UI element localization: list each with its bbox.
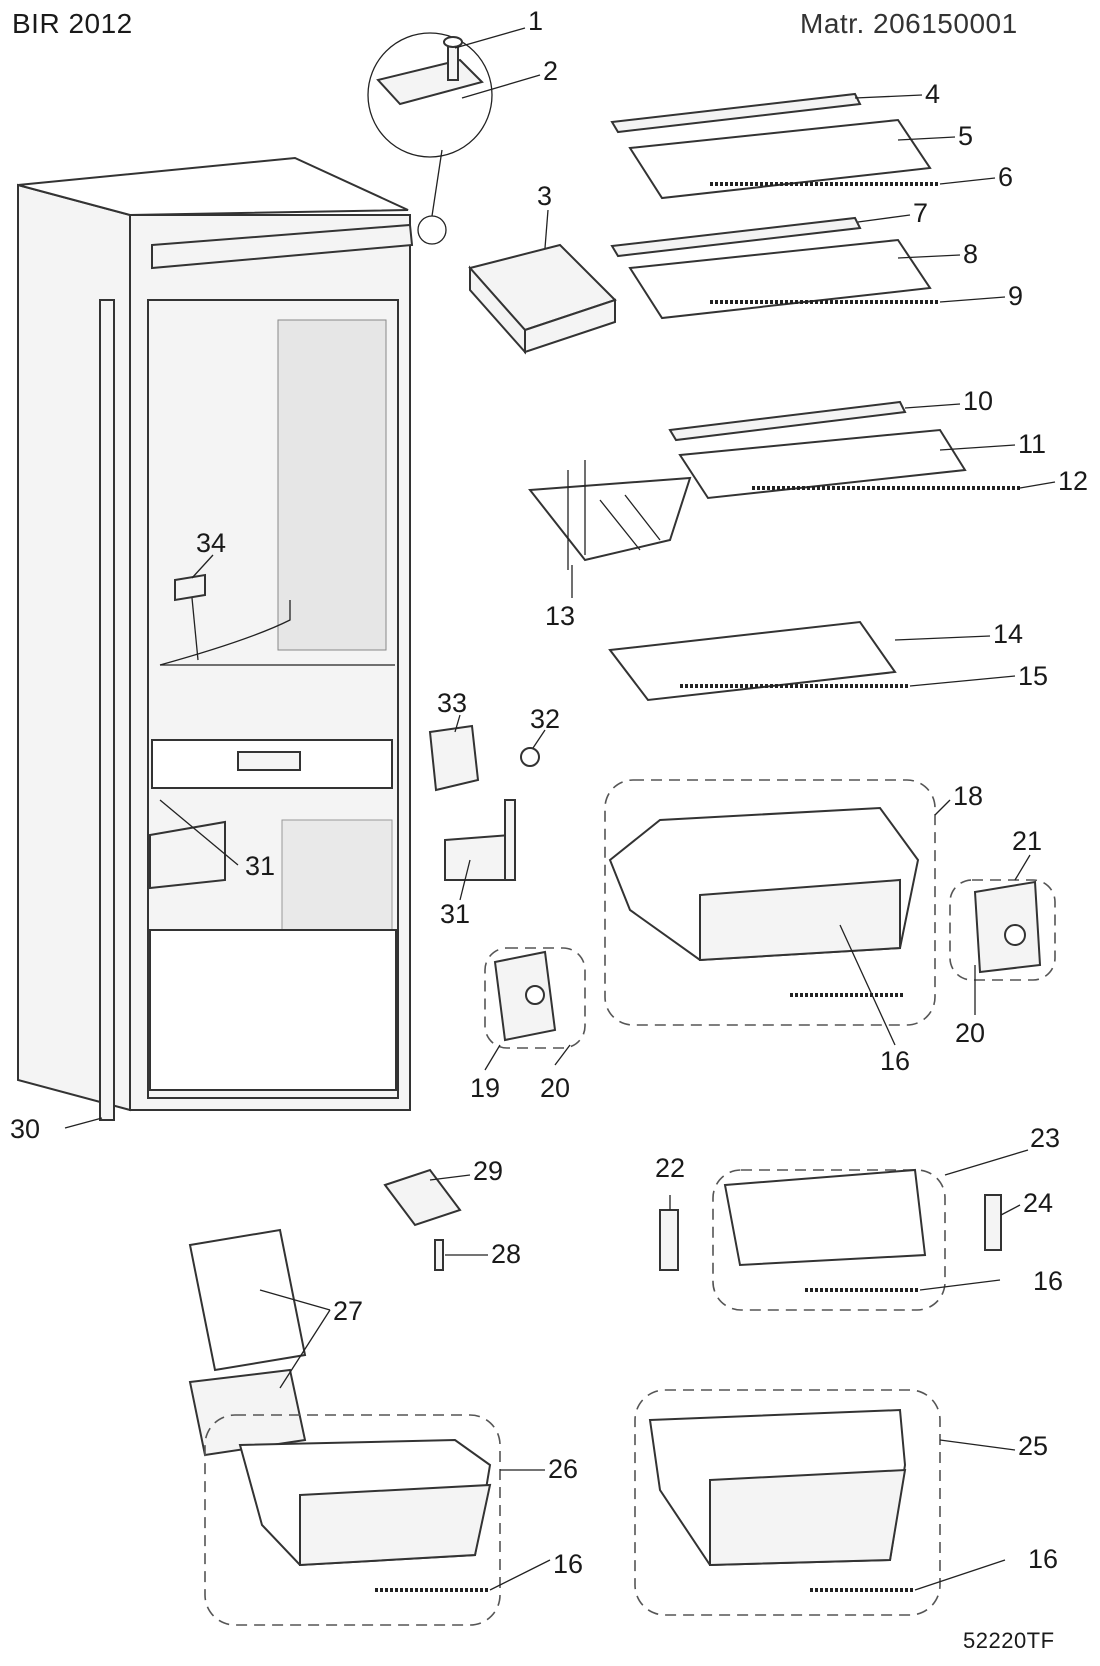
callout-3: 3 [537, 181, 552, 211]
callout-22: 22 [655, 1153, 685, 1183]
dairy-box-part [468, 243, 617, 355]
callout-5: 5 [958, 121, 973, 151]
callout-13: 13 [545, 601, 575, 631]
drawer-25 [648, 1408, 915, 1592]
callout-28: 28 [491, 1239, 521, 1269]
callout-25: 25 [1018, 1431, 1048, 1461]
callout-8: 8 [963, 239, 978, 269]
drawer-26 [238, 1438, 492, 1592]
group-26-outline [204, 1414, 501, 1626]
group-21-outline [949, 879, 1056, 981]
callout-31: 31 [245, 851, 275, 881]
callout-33: 33 [437, 688, 467, 718]
callout-21: 21 [1012, 826, 1042, 856]
callout-16: 16 [1028, 1544, 1058, 1574]
callout-24: 24 [1023, 1188, 1053, 1218]
callout-10: 10 [963, 386, 993, 416]
end-cap-19 [493, 950, 557, 1042]
callout-23: 23 [1030, 1123, 1060, 1153]
callout-16: 16 [880, 1046, 910, 1076]
callout-29: 29 [473, 1156, 503, 1186]
callout-19: 19 [470, 1073, 500, 1103]
callout-11: 11 [1018, 429, 1046, 459]
crisper-drawer-18 [608, 806, 920, 997]
vent-grille-27 [188, 1228, 307, 1457]
hinge-parts [149, 573, 540, 890]
hinge-detail-circle [367, 32, 493, 158]
material-number: Matr. 206150001 [800, 8, 1018, 39]
callout-9: 9 [1008, 281, 1023, 311]
drawing-code: 52220TF [963, 1628, 1055, 1653]
callout-7: 7 [913, 198, 928, 228]
end-cap-21 [973, 880, 1042, 974]
drawer-23 [723, 1168, 927, 1292]
leader-lines [64, 27, 1056, 1591]
callout-26: 26 [548, 1454, 578, 1484]
callout-31: 31 [440, 899, 470, 929]
group-23-outline [712, 1169, 946, 1311]
callout-32: 32 [530, 704, 560, 734]
callout-1: 1 [528, 6, 543, 36]
callout-16: 16 [553, 1549, 583, 1579]
callout-16: 16 [1033, 1266, 1063, 1296]
shelf-set-14-15 [608, 620, 910, 702]
callout-4: 4 [925, 79, 940, 109]
bracket-29 [383, 1168, 462, 1271]
callout-20: 20 [540, 1073, 570, 1103]
bottle-holder-part [528, 460, 692, 570]
model-title: BIR 2012 [12, 8, 133, 39]
callout-30: 30 [10, 1114, 40, 1144]
callout-20: 20 [955, 1018, 985, 1048]
callout-18: 18 [953, 781, 983, 811]
group-19-outline [484, 947, 586, 1049]
group-18-outline [604, 779, 936, 1026]
rail-22 [659, 1209, 679, 1271]
callout-14: 14 [993, 619, 1023, 649]
shelf-set-4-6 [610, 92, 940, 200]
fridge-cabinet [17, 149, 447, 1121]
callout-6: 6 [998, 162, 1013, 192]
callout-27: 27 [333, 1296, 363, 1326]
callout-34: 34 [196, 528, 226, 558]
callout-12: 12 [1058, 466, 1088, 496]
callout-labels: 1 2 3 4 5 6 7 8 9 10 11 12 13 14 15 16 1… [10, 6, 1088, 1579]
callout-15: 15 [1018, 661, 1048, 691]
shelf-set-7-9 [610, 216, 940, 320]
rail-24 [984, 1194, 1002, 1251]
callout-2: 2 [543, 56, 558, 86]
shelf-set-10-12 [668, 400, 1020, 500]
